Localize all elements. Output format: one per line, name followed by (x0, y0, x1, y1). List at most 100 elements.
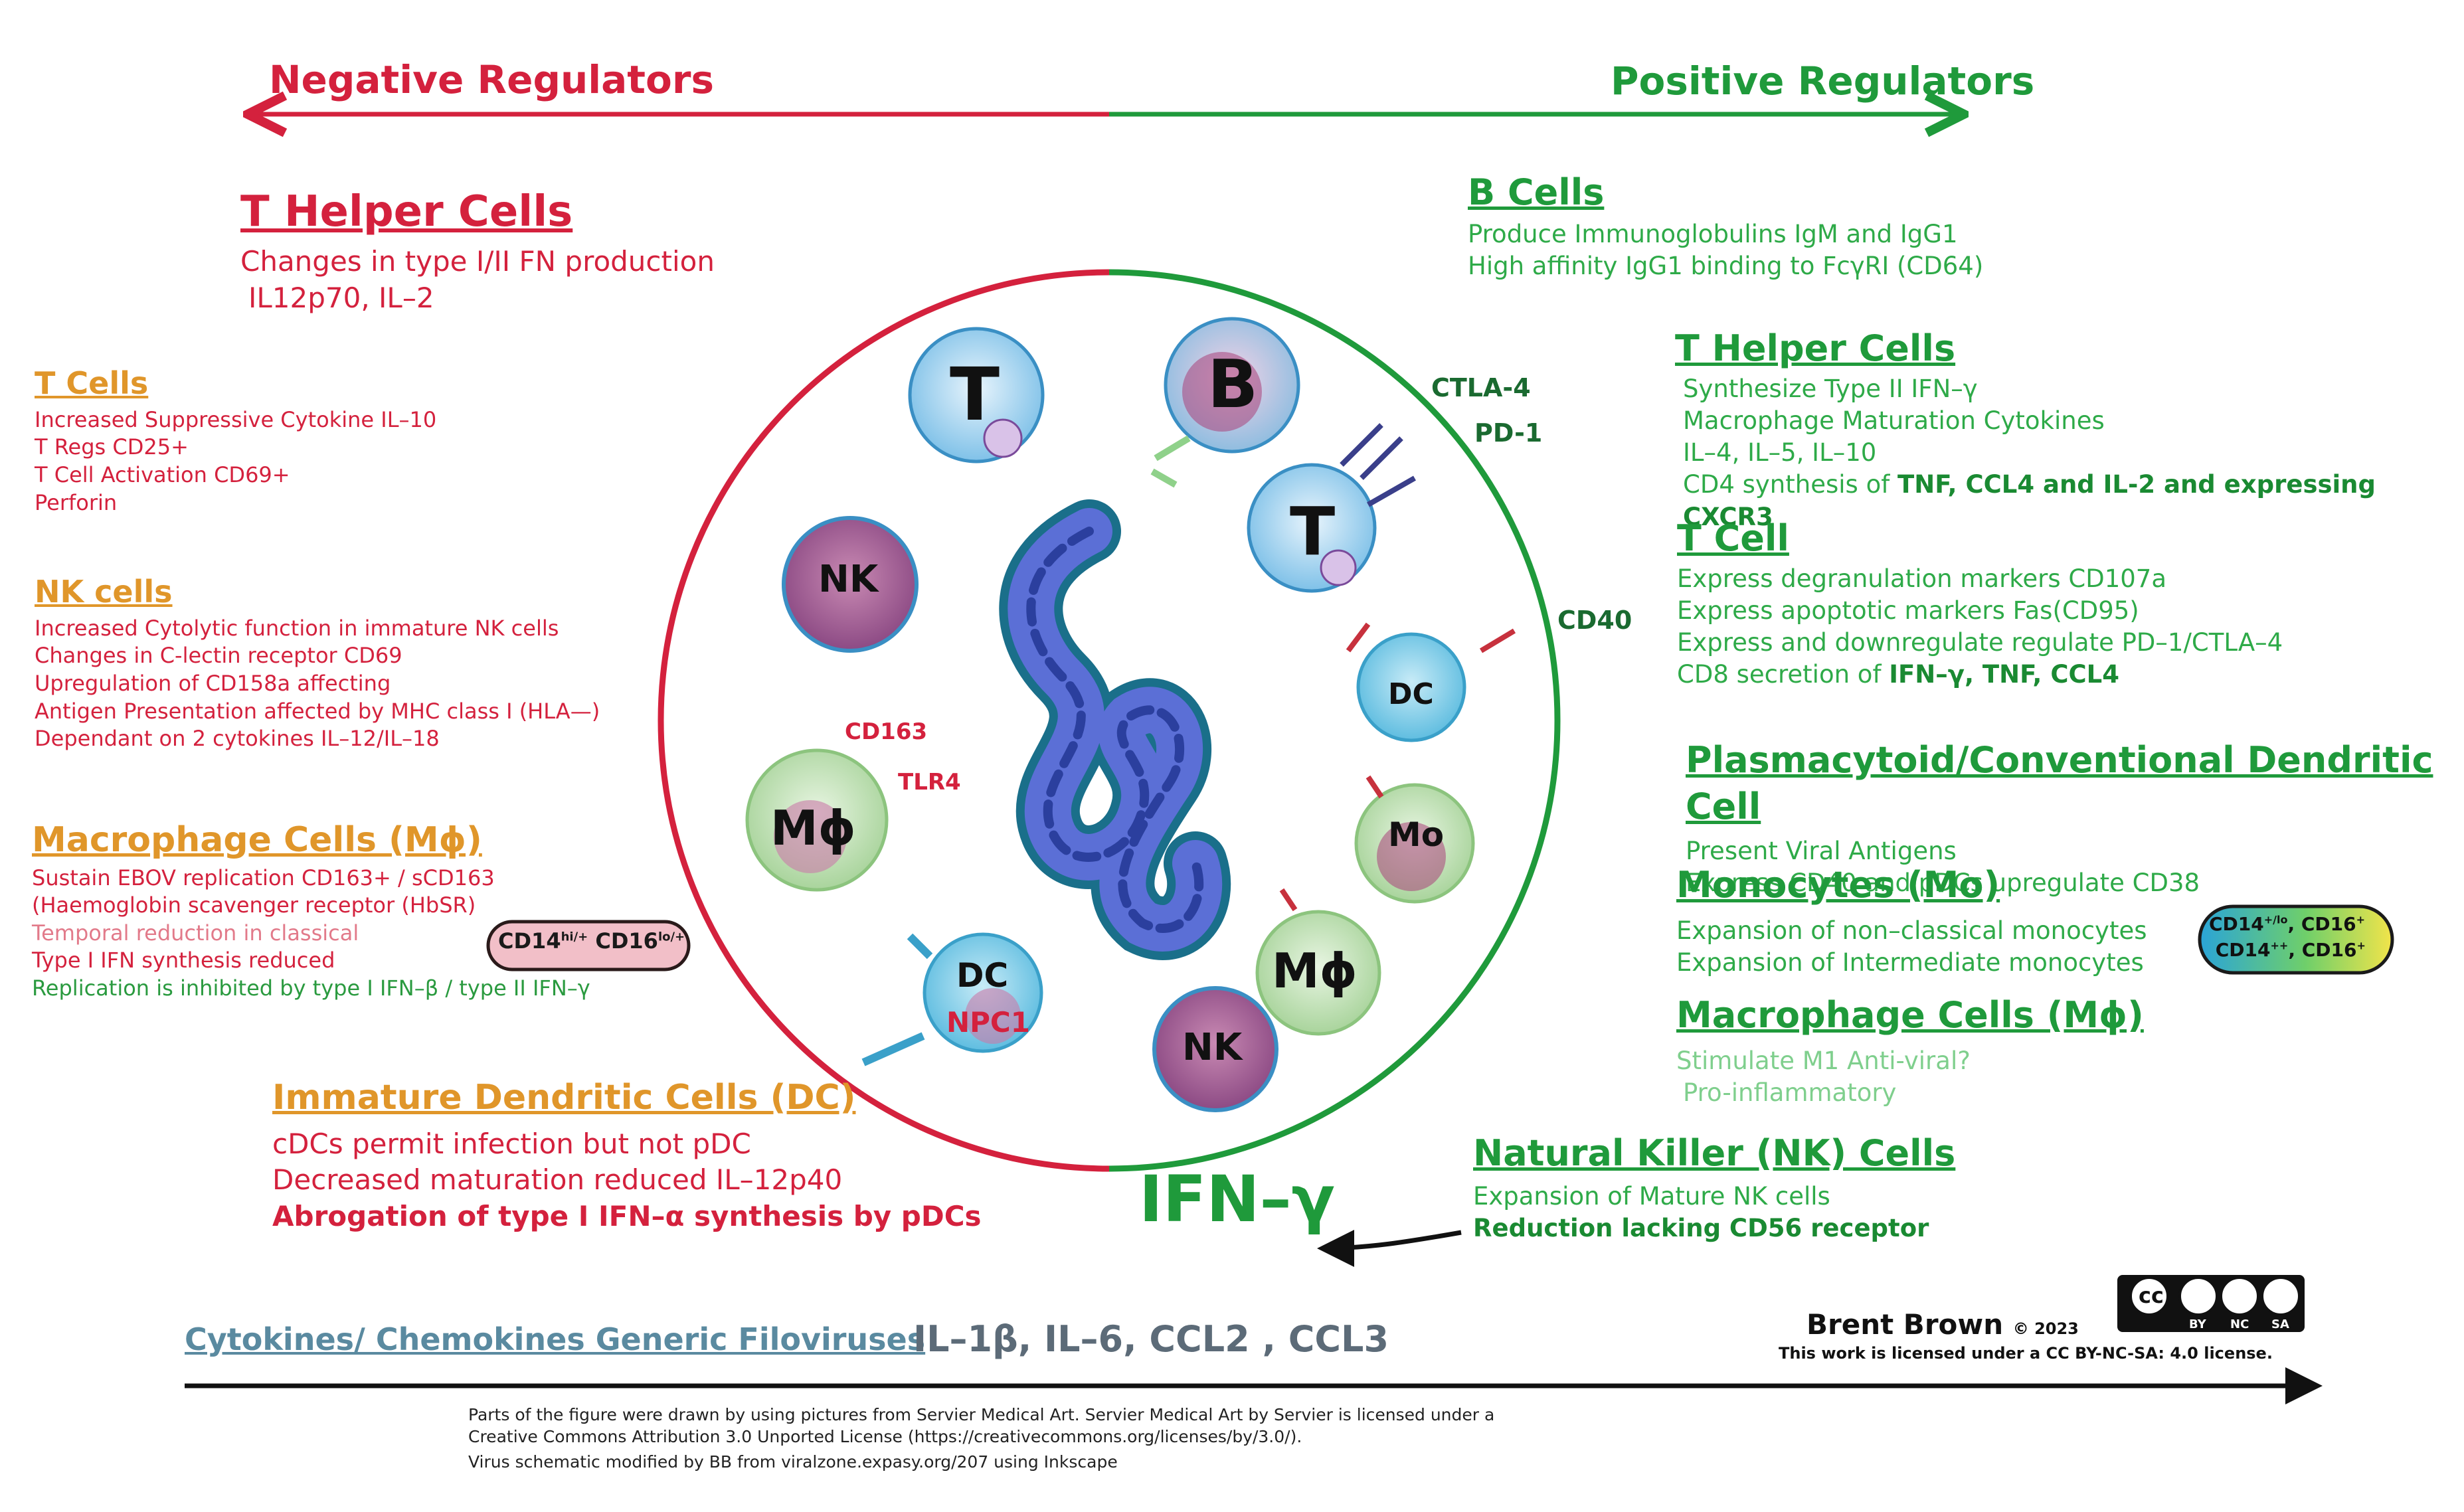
circle-positive-arc (1108, 269, 1561, 1172)
right-t-helper-block: T Helper Cells Synthesize Type II IFN–γ … (1675, 325, 2464, 533)
left-t-helper-line: IL12p70, IL–2 (248, 281, 434, 314)
left-t-cells-line: T Regs CD25+ (35, 434, 189, 460)
credits-block: Parts of the figure were drawn by using … (468, 1404, 1494, 1473)
nk-cell-left-label: NK (818, 558, 879, 601)
right-pdc-line: Express CD40 and pDCs upregulate CD38 (1686, 869, 2200, 898)
right-b-cells-block: B Cells Produce Immunoglobulins IgM and … (1468, 169, 1983, 282)
dc-cell-bottom-label: DC (956, 956, 1009, 995)
left-t-cells-line: T Cell Activation CD69+ (35, 462, 290, 487)
left-t-cells-title: T Cells (35, 365, 149, 401)
left-macrophage-title: Macrophage Cells (Mϕ) (32, 820, 482, 860)
credit-line: Virus schematic modified by BB from vira… (468, 1452, 1118, 1471)
right-macrophage-block: Macrophage Cells (Mϕ) Stimulate M1 Anti-… (1676, 992, 2144, 1109)
left-immature-dc-block: Immature Dendritic Cells (DC) cDCs permi… (272, 1076, 982, 1234)
right-monocytes-title: Monocytes (Mo) (1676, 864, 2000, 906)
right-t-cell-block: T Cell Express degranulation markers CD1… (1677, 515, 2283, 691)
left-nk-line: Changes in C-lectin receptor CD69 (35, 643, 402, 669)
right-b-cells-title: B Cells (1468, 171, 1605, 213)
negative-regulators-label: Negative Regulators (269, 57, 715, 102)
nk-cell-bottom (1152, 986, 1278, 1112)
left-t-cells-block: T Cells Increased Suppressive Cytokine I… (35, 364, 436, 517)
right-pdc-block: Plasmacytoid/Conventional Dendritic Cell… (1686, 737, 2464, 900)
right-monocytes-block: Monocytes (Mo) Expansion of non–classica… (1676, 862, 2147, 979)
right-b-cells-line: Produce Immunoglobulins IgM and IgG1 (1468, 220, 1958, 249)
left-macrophage-line: Sustain EBOV replication CD163+ / sCD163 (32, 865, 495, 890)
right-t-cell-line: Express and downregulate regulate PD–1/C… (1677, 628, 2283, 657)
right-monocytes-line: Expansion of non–classical monocytes (1676, 916, 2147, 946)
right-b-cells-line: High affinity IgG1 binding to FcγRI (CD6… (1468, 252, 1984, 281)
right-macrophage-line: Stimulate M1 Anti-viral? (1676, 1047, 1971, 1076)
right-t-cell-line: Express apoptotic markers Fas(CD95) (1677, 596, 2139, 626)
left-t-helper-title: T Helper Cells (240, 187, 573, 236)
macrophage-right (1255, 910, 1381, 1036)
left-immature-dc-line: Decreased maturation reduced IL–12p40 (272, 1163, 843, 1197)
cytokines-list: IL–1β, IL–6, CCL2 , CCL3 (913, 1318, 1389, 1360)
left-nk-line: Increased Cytolytic function in immature… (35, 615, 559, 641)
left-macrophage-line: Temporal reduction in classical (32, 920, 359, 946)
right-nk-block: Natural Killer (NK) Cells Expansion of M… (1473, 1130, 1955, 1244)
left-macrophage-line: (Haemoglobin scavenger receptor (HbSR) (32, 892, 476, 918)
right-macrophage-line: Pro-inflammatory (1683, 1078, 1897, 1108)
right-t-helper-line: IL–4, IL–5, IL–10 (1683, 438, 1877, 467)
right-nk-bold-line: Reduction lacking CD56 receptor (1473, 1214, 1929, 1243)
cc-badge-sa: SA (2271, 1317, 2289, 1331)
left-immature-dc-title: Immature Dendritic Cells (DC) (272, 1078, 856, 1118)
dc-cell-right (1356, 632, 1466, 742)
nk-cell-left (782, 516, 919, 653)
license-text: This work is licensed under a CC BY-NC-S… (1779, 1344, 2273, 1363)
left-cd-badge-text: CD14hi/+ CD16lo/+ (498, 928, 685, 954)
right-t-cell-line: Express degranulation markers CD107a (1677, 564, 2167, 594)
monocyte-label: Mo (1388, 815, 1445, 854)
cc-badge-by: BY (2189, 1317, 2206, 1331)
ifn-gamma-label: IFN–γ (1139, 1162, 1336, 1236)
cd14-cd16-badge-right (2198, 904, 2394, 975)
credit-line: Creative Commons Attribution 3.0 Unporte… (468, 1426, 1302, 1446)
circle-negative-arc (658, 269, 1110, 1172)
left-macrophage-block: Macrophage Cells (Mϕ) Sustain EBOV repli… (32, 818, 590, 1003)
left-macrophage-line: Type I IFN synthesis reduced (32, 948, 335, 973)
right-t-cell-last-line: CD8 secretion of IFN–γ, TNF, CCL4 (1677, 660, 2119, 689)
right-pdc-line: Present Viral Antigens (1686, 837, 1957, 866)
left-t-cells-line: Perforin (35, 489, 118, 515)
left-t-cells-line: Increased Suppressive Cytokine IL–10 (35, 406, 437, 432)
left-nk-line: Upregulation of CD158a affecting (35, 670, 391, 696)
virus-filament (999, 499, 1231, 960)
cd14-cd16-badge-left (486, 920, 691, 971)
credit-line: Parts of the figure were drawn by using … (468, 1405, 1495, 1424)
right-t-helper-line: Macrophage Maturation Cytokines (1683, 406, 2105, 436)
dc-cell-right-label: DC (1388, 677, 1434, 711)
left-nk-line: Dependant on 2 cytokines IL–12/IL–18 (35, 726, 440, 752)
right-cd-badge-text: CD14+/lo, CD16+ CD14++, CD16+ (2209, 913, 2366, 962)
t-cell-top-label: T (950, 352, 1000, 437)
pd1-marker: PD-1 (1474, 418, 1543, 448)
cd163-marker: CD163 (845, 718, 928, 745)
ifn-arrow (1317, 1229, 1462, 1267)
left-nk-title: NK cells (35, 574, 173, 610)
positive-regulators-label: Positive Regulators (1611, 58, 2035, 104)
right-t-helper-last-line: CD4 synthesis of TNF, CCL4 and IL-2 and … (1683, 470, 2376, 531)
right-pdc-title: Plasmacytoid/Conventional Dendritic Cell (1686, 739, 2433, 828)
right-monocytes-line: Expansion of Intermediate monocytes (1676, 948, 2144, 977)
right-nk-title: Natural Killer (NK) Cells (1473, 1132, 1956, 1174)
nk-cell-bottom-label: NK (1182, 1026, 1243, 1069)
left-immature-dc-line: cDCs permit infection but not pDC (272, 1127, 751, 1160)
npc1-marker: NPC1 (946, 1006, 1030, 1039)
b-cell-label: B (1207, 345, 1259, 423)
left-immature-dc-bold-line: Abrogation of type I IFN–α synthesis by … (272, 1199, 982, 1232)
cytokines-label: Cytokines/ Chemokines Generic Filoviruse… (185, 1321, 926, 1357)
tlr4-marker: TLR4 (898, 769, 961, 796)
t-cell-right-label: T (1290, 493, 1336, 570)
right-t-cell-title: T Cell (1677, 517, 1789, 559)
right-nk-line: Expansion of Mature NK cells (1473, 1182, 1830, 1211)
left-nk-line: Antigen Presentation affected by MHC cla… (35, 698, 600, 724)
right-macrophage-title: Macrophage Cells (Mϕ) (1676, 994, 2144, 1036)
left-t-helper-block: T Helper Cells Changes in type I/II FN p… (240, 185, 715, 316)
cd40-marker: CD40 (1557, 606, 1632, 635)
right-t-helper-line: Synthesize Type II IFN–γ (1683, 375, 1978, 404)
left-t-helper-line: Changes in type I/II FN production (240, 245, 715, 278)
left-macrophage-green-line: Replication is inhibited by type I IFN–β… (32, 975, 590, 1001)
right-t-helper-title: T Helper Cells (1675, 327, 1956, 369)
author-name: Brent Brown © 2023 (1806, 1308, 2079, 1341)
cc-badge-nc: NC (2230, 1317, 2249, 1331)
